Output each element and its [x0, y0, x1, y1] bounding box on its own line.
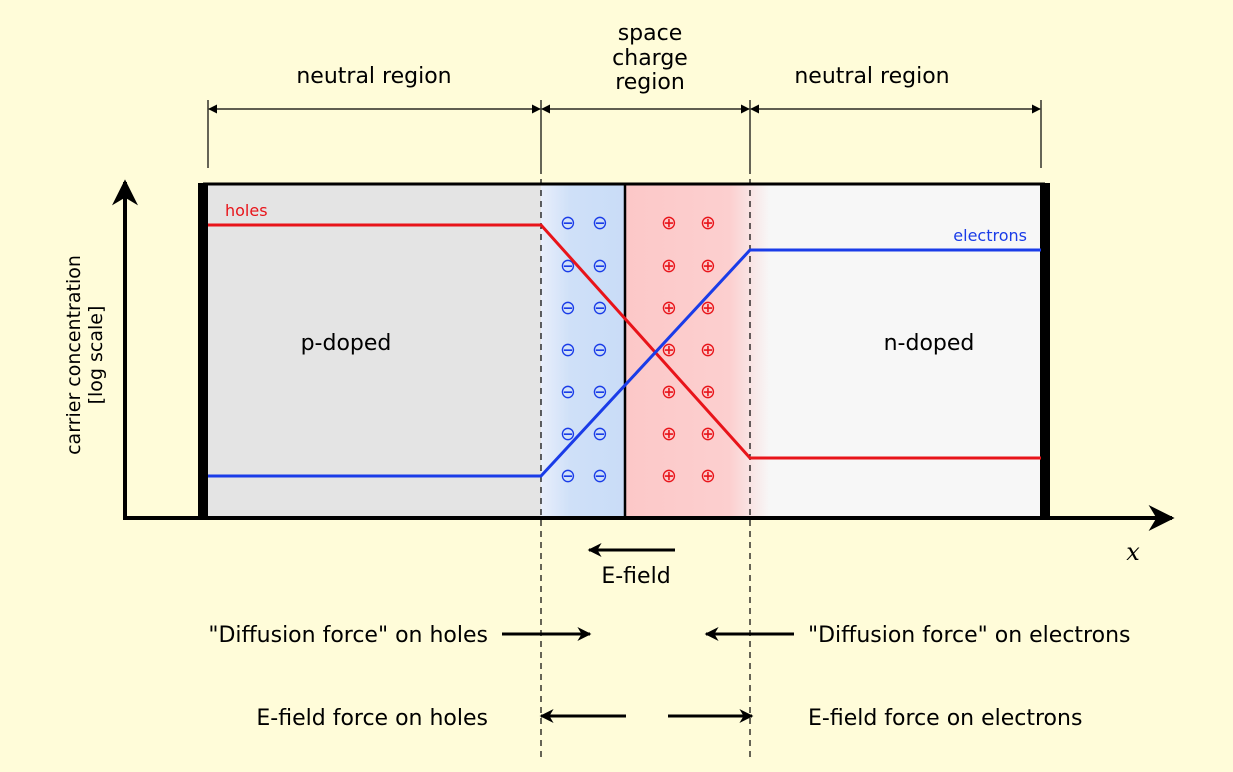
p-doped-label: p-doped — [301, 331, 392, 356]
efield-force-holes-label: E-field force on holes — [256, 706, 488, 731]
positive-charge-symbol: ⊕ — [661, 255, 677, 277]
negative-charge-symbol: ⊖ — [592, 423, 608, 445]
positive-charge-symbol: ⊕ — [661, 465, 677, 487]
positive-charge-symbol: ⊕ — [661, 423, 677, 445]
negative-charge-symbol: ⊖ — [592, 212, 608, 234]
y-axis-label-line-1: carrier concentration — [63, 255, 85, 455]
positive-charge-symbol: ⊕ — [700, 339, 716, 361]
y-axis-label-line-2: [log scale] — [85, 306, 107, 405]
negative-charge-symbol: ⊖ — [560, 381, 576, 403]
right-neutral-region-label: neutral region — [794, 64, 949, 89]
p-region-fill — [203, 184, 541, 518]
space-charge-label-line-3: region — [615, 70, 685, 95]
charge-symbols: ⊖ ⊖ ⊖ ⊖ ⊖ ⊖ ⊖ ⊖ ⊖ ⊖ ⊖ ⊖ ⊖ ⊖ ⊕ ⊕ ⊕ ⊕ ⊕ ⊕ ⊕ ⊕ ⊕ ⊕ ⊕ ⊕ ⊕ ⊕ — [560, 212, 716, 487]
n-doped-label: n-doped — [884, 331, 975, 356]
negative-charge-symbol: ⊖ — [560, 297, 576, 319]
negative-charge-symbol: ⊖ — [592, 297, 608, 319]
holes-label: holes — [225, 201, 268, 220]
negative-charge-symbol: ⊖ — [560, 255, 576, 277]
positive-charge-symbol: ⊕ — [661, 212, 677, 234]
efield-label: E-field — [601, 564, 670, 589]
positive-charge-symbol: ⊕ — [700, 381, 716, 403]
positive-charge-symbol: ⊕ — [700, 255, 716, 277]
n-region-fill — [770, 184, 1045, 518]
negative-charge-symbol: ⊖ — [592, 465, 608, 487]
positive-charge-symbol: ⊕ — [700, 465, 716, 487]
negative-charge-symbol: ⊖ — [592, 255, 608, 277]
efield-force-electrons-label: E-field force on electrons — [808, 706, 1082, 731]
positive-charge-symbol: ⊕ — [700, 423, 716, 445]
x-axis-label: x — [1126, 538, 1140, 566]
space-charge-label-line-1: space — [618, 21, 683, 46]
positive-charge-symbol: ⊕ — [661, 381, 677, 403]
left-neutral-region-label: neutral region — [296, 64, 451, 89]
negative-charge-symbol: ⊖ — [560, 212, 576, 234]
negative-charge-symbol: ⊖ — [592, 381, 608, 403]
negative-charge-symbol: ⊖ — [560, 465, 576, 487]
diffusion-electrons-label: "Diffusion force" on electrons — [808, 623, 1130, 648]
positive-charge-region — [625, 184, 770, 518]
negative-charge-symbol: ⊖ — [592, 339, 608, 361]
holes-curve — [208, 223, 1041, 460]
negative-charge-symbol: ⊖ — [560, 423, 576, 445]
positive-charge-symbol: ⊕ — [700, 212, 716, 234]
electrons-label: electrons — [953, 226, 1027, 245]
electrons-curve — [208, 248, 1041, 478]
positive-charge-symbol: ⊕ — [661, 339, 677, 361]
y-axis-label: carrier concentration [log scale] — [63, 255, 107, 455]
negative-charge-symbol: ⊖ — [560, 339, 576, 361]
diffusion-holes-label: "Diffusion force" on holes — [208, 623, 488, 648]
negative-charge-region — [541, 184, 625, 518]
positive-charge-symbol: ⊕ — [700, 297, 716, 319]
space-charge-label-line-2: charge — [612, 46, 688, 71]
positive-charge-symbol: ⊕ — [661, 297, 677, 319]
